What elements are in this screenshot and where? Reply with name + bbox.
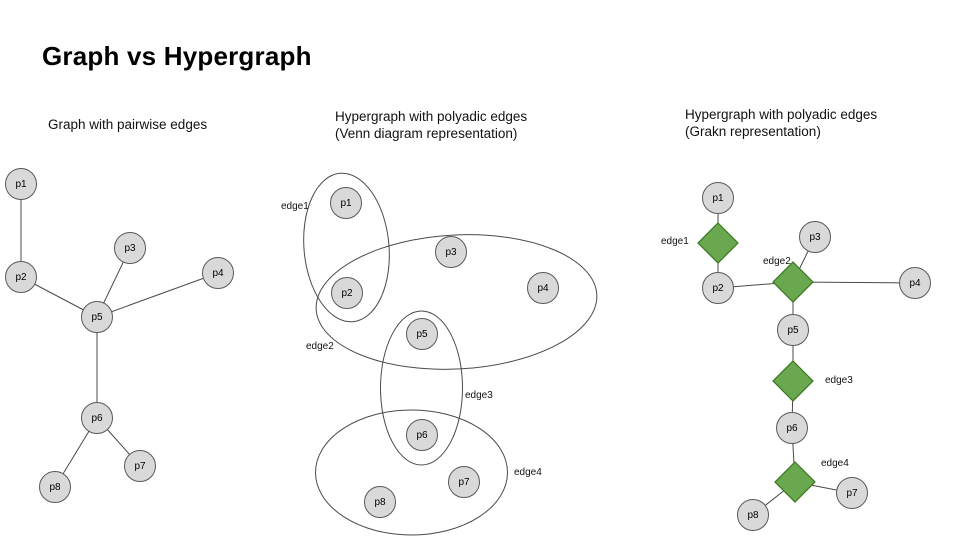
grakn-node-p7: p7	[836, 477, 868, 509]
venn-node-p6: p6	[406, 419, 438, 451]
panel-graph-title: Graph with pairwise edges	[48, 117, 208, 132]
venn-node-p5-label: p5	[416, 328, 428, 340]
venn-node-p7-label: p7	[458, 476, 470, 488]
graph-node-p1-label: p1	[15, 178, 27, 190]
panel-venn-title-line2: (Venn diagram representation)	[335, 126, 518, 141]
grakn-node-p3-label: p3	[809, 231, 821, 243]
panel-venn-title-line1: Hypergraph with polyadic edges	[335, 109, 528, 124]
graph-node-p5: p5	[81, 301, 113, 333]
grakn-node-p1-label: p1	[712, 192, 724, 204]
venn-node-p1: p1	[330, 187, 362, 219]
graph-node-p3: p3	[114, 232, 146, 264]
venn-ellipse-edge4	[315, 409, 508, 536]
venn-ellipse-edge2	[315, 234, 598, 370]
grakn-relation-edge4-diamond	[774, 461, 816, 503]
grakn-relation-edge3-diamond	[772, 360, 814, 402]
venn-node-p6-label: p6	[416, 429, 428, 441]
graph-edge-p4-p5	[96, 272, 219, 318]
graph-node-p2: p2	[5, 261, 37, 293]
graph-node-p7: p7	[124, 450, 156, 482]
grakn-node-p2-label: p2	[712, 282, 724, 294]
graph-edge-lines	[20, 184, 219, 488]
graph-node-p6: p6	[81, 402, 113, 434]
panel-grakn-title-line1: Hypergraph with polyadic edges	[685, 107, 878, 122]
venn-node-p7: p7	[448, 466, 480, 498]
venn-node-p2-label: p2	[341, 287, 353, 299]
graph-node-p5-label: p5	[91, 311, 103, 323]
grakn-node-p8-label: p8	[747, 509, 759, 521]
graph-node-p4: p4	[202, 257, 234, 289]
venn-edge2-label: edge2	[306, 341, 334, 352]
venn-node-p4-label: p4	[537, 282, 549, 294]
grakn-node-p3: p3	[799, 221, 831, 253]
graph-node-p7-label: p7	[134, 460, 146, 472]
graph-node-p4-label: p4	[212, 267, 224, 279]
panel-grakn-title: Hypergraph with polyadic edges (Grakn re…	[685, 106, 877, 140]
venn-node-p8: p8	[364, 486, 396, 518]
venn-node-p4: p4	[527, 272, 559, 304]
venn-node-p1-label: p1	[340, 197, 352, 209]
graph-node-p3-label: p3	[124, 242, 136, 254]
grakn-node-p7-label: p7	[846, 487, 858, 499]
grakn-edge2-label: edge2	[763, 256, 791, 267]
panel-grakn-title-line2: (Grakn representation)	[685, 124, 821, 139]
venn-edge1-label: edge1	[281, 201, 309, 212]
grakn-node-p4: p4	[899, 267, 931, 299]
page-title: Graph vs Hypergraph	[42, 41, 312, 71]
grakn-node-p6-label: p6	[786, 422, 798, 434]
graph-node-p2-label: p2	[15, 271, 27, 283]
grakn-node-p1: p1	[702, 182, 734, 214]
grakn-node-p5-label: p5	[787, 324, 799, 336]
panel-venn-title: Hypergraph with polyadic edges (Venn dia…	[335, 108, 527, 142]
venn-edge3-label: edge3	[465, 390, 493, 401]
grakn-node-p4-label: p4	[909, 277, 921, 289]
grakn-node-p2: p2	[702, 272, 734, 304]
grakn-relation-edge1-diamond	[697, 222, 739, 264]
graph-node-p8: p8	[39, 471, 71, 503]
grakn-relation-diamonds	[697, 222, 816, 503]
venn-edge4-label: edge4	[514, 467, 542, 478]
venn-ellipse-edge1	[303, 172, 390, 323]
grakn-relation-edge2-diamond	[772, 261, 814, 303]
graph-node-p1: p1	[5, 168, 37, 200]
graph-node-p8-label: p8	[49, 481, 61, 493]
grakn-edge4-label: edge4	[821, 458, 849, 469]
grakn-node-p5: p5	[777, 314, 809, 346]
venn-node-p3-label: p3	[445, 246, 457, 258]
venn-node-p2: p2	[331, 277, 363, 309]
grakn-node-p8: p8	[737, 499, 769, 531]
grakn-edge1-label: edge1	[661, 236, 689, 247]
venn-ellipse-edge3	[380, 310, 463, 466]
venn-node-p5: p5	[406, 318, 438, 350]
graph-node-p6-label: p6	[91, 412, 103, 424]
venn-hyperedge-ellipses	[303, 172, 598, 536]
venn-node-p3: p3	[435, 236, 467, 268]
grakn-edge3-label: edge3	[825, 375, 853, 386]
grakn-node-p6: p6	[776, 412, 808, 444]
venn-node-p8-label: p8	[374, 496, 386, 508]
